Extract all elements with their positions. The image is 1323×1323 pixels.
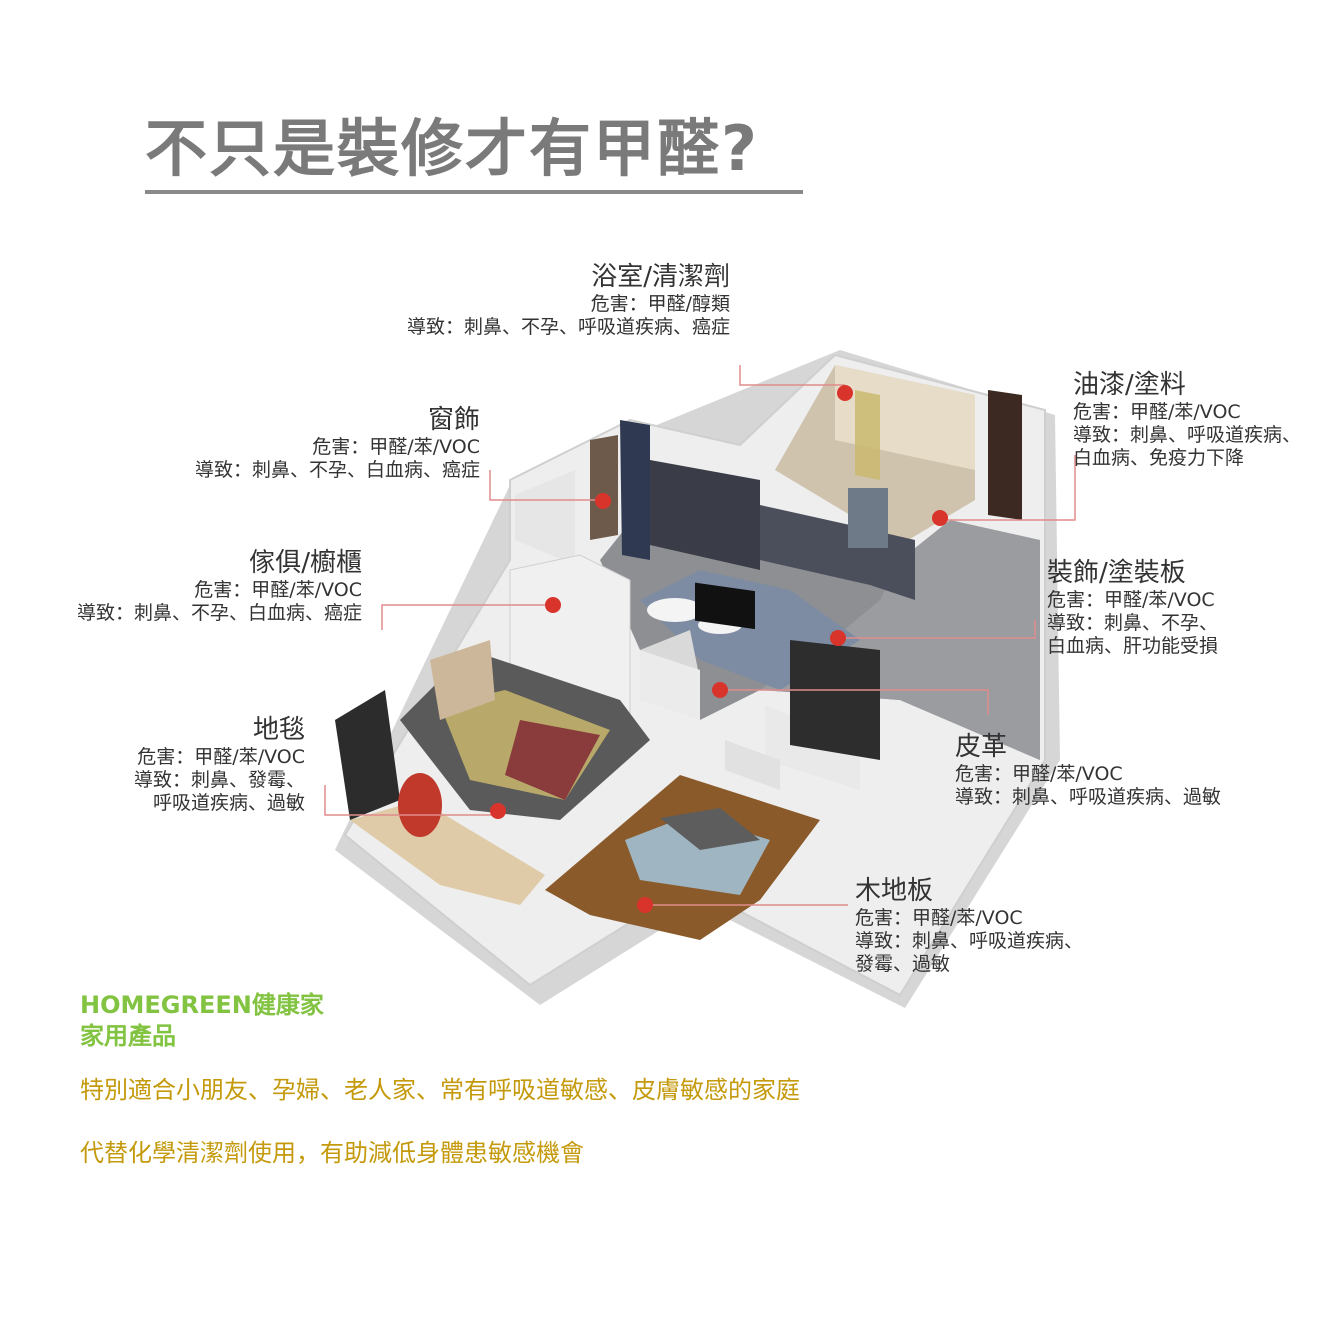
tv-screen (695, 582, 755, 630)
headboard (430, 640, 495, 720)
leader-paint (940, 455, 1076, 521)
callout-furniture-hazard: 危害：甲醛/苯/VOC (194, 579, 362, 602)
kitchen-counter (760, 505, 915, 600)
leader-carpet (324, 785, 498, 816)
marker-wood (637, 897, 653, 913)
callout-carpet: 地毯 危害：甲醛/苯/VOC 導致：刺鼻、發霉、 呼吸道疾病、過敏 (134, 715, 305, 815)
callout-carpet-effect-1: 導致：刺鼻、發霉、 (133, 768, 305, 791)
callout-furniture-effect: 導致：刺鼻、不孕、白血病、癌症 (76, 601, 362, 624)
callout-wood-floor-name: 木地板 (855, 876, 934, 906)
brand-block: HOMEGREEN健康家 家用產品 (80, 990, 324, 1052)
callout-leather-effect: 導致：刺鼻、呼吸道疾病、過敏 (955, 785, 1222, 808)
balcony-floor (350, 800, 545, 905)
callout-wood-floor: 木地板 危害：甲醛/苯/VOC 導致：刺鼻、呼吸道疾病、 發霉、過敏 (855, 876, 1083, 976)
marker-furniture (545, 597, 561, 613)
decor-panel (790, 640, 880, 760)
callout-paint-hazard: 危害：甲醛/苯/VOC (1073, 401, 1241, 424)
hazard-markers (490, 385, 948, 913)
window-room (515, 470, 575, 565)
callout-wood-floor-hazard: 危害：甲醛/苯/VOC (855, 907, 1023, 930)
page-title: 不只是裝修才有甲醛? (145, 112, 759, 185)
callout-paint-name: 油漆/塗料 (1073, 370, 1186, 400)
wall-partition-3 (725, 740, 780, 790)
callout-board-name: 裝飾/塗裝板 (1047, 558, 1186, 588)
callout-carpet-effect-2: 呼吸道疾病、過敏 (152, 791, 305, 814)
callout-bathroom-effect: 導致：刺鼻、不孕、呼吸道疾病、癌症 (406, 315, 730, 338)
callout-furniture: 傢俱/櫥櫃 危害：甲醛/苯/VOC 導致：刺鼻、不孕、白血病、癌症 (77, 548, 362, 625)
bed-blanket (505, 720, 600, 800)
marker-leather (712, 682, 728, 698)
leader-board (840, 620, 1036, 639)
callout-window: 窗飾 危害：甲醛/苯/VOC 導致：刺鼻、不孕、白血病、癌症 (195, 405, 480, 482)
tagline-2: 代替化學清潔劑使用，有助減低身體患敏感機會 (80, 1139, 584, 1167)
marker-paint (932, 510, 948, 526)
callout-carpet-name: 地毯 (252, 715, 305, 745)
marker-board (830, 630, 846, 646)
brand-subtitle: 家用產品 (80, 1022, 176, 1051)
marker-window (595, 493, 611, 509)
marker-carpet (490, 803, 506, 819)
callout-window-effect: 導致：刺鼻、不孕、白血病、癌症 (194, 458, 480, 481)
callout-paint-effect-1: 導致：刺鼻、呼吸道疾病、 (1073, 423, 1302, 446)
callout-furniture-name: 傢俱/櫥櫃 (249, 548, 362, 578)
brand-name: HOMEGREEN健康家 (80, 991, 324, 1019)
tagline-1: 特別適合小朋友、孕婦、老人家、常有呼吸道敏感、皮膚敏感的家庭 (80, 1076, 800, 1104)
callout-bathroom-hazard: 危害：甲醛/醇類 (590, 293, 730, 316)
callout-leather-name: 皮革 (955, 732, 1008, 762)
second-bed-pattern (660, 808, 760, 850)
entry-door (988, 390, 1022, 520)
marker-bathroom (837, 385, 853, 401)
callout-board: 裝飾/塗裝板 危害：甲醛/苯/VOC 導致：刺鼻、不孕、 白血病、肝功能受損 (1047, 558, 1218, 658)
callout-carpet-hazard: 危害：甲醛/苯/VOC (137, 746, 305, 769)
shower-screen (855, 390, 880, 480)
callout-board-hazard: 危害：甲醛/苯/VOC (1047, 589, 1215, 612)
window-opening (590, 435, 618, 540)
curtain (620, 420, 650, 560)
corridor-floor (760, 520, 1040, 760)
callout-bathroom: 浴室/清潔劑 危害：甲醛/醇類 導致：刺鼻、不孕、呼吸道疾病、癌症 (407, 262, 730, 339)
balcony-window (335, 690, 400, 820)
hanging-chair (398, 773, 442, 837)
callout-board-effect-2: 白血病、肝功能受損 (1047, 634, 1219, 657)
callout-paint-effect-2: 白血病、免疫力下降 (1073, 446, 1245, 469)
fridge (848, 488, 888, 548)
callout-paint: 油漆/塗料 危害：甲醛/苯/VOC 導致：刺鼻、呼吸道疾病、 白血病、免疫力下降 (1073, 370, 1301, 470)
callout-board-effect-1: 導致：刺鼻、不孕、 (1047, 611, 1219, 634)
wall-partition-1 (640, 650, 700, 720)
leader-bathroom (739, 365, 845, 386)
callout-leather: 皮革 危害：甲醛/苯/VOC 導致：刺鼻、呼吸道疾病、過敏 (955, 732, 1221, 809)
tv-wall (650, 460, 760, 570)
leader-lines (324, 365, 1076, 906)
leader-leather (720, 689, 989, 715)
callout-window-hazard: 危害：甲醛/苯/VOC (312, 436, 480, 459)
callout-bathroom-name: 浴室/清潔劑 (591, 262, 730, 292)
coffee-table (647, 598, 703, 622)
title-underline (145, 190, 803, 194)
leader-furniture (381, 604, 550, 630)
callout-wood-floor-effect-1: 導致：刺鼻、呼吸道疾病、 (855, 929, 1084, 952)
callout-window-name: 窗飾 (427, 405, 480, 435)
leader-window (489, 470, 600, 501)
callout-wood-floor-effect-2: 發霉、過敏 (855, 952, 951, 975)
callout-leather-hazard: 危害：甲醛/苯/VOC (955, 763, 1123, 786)
